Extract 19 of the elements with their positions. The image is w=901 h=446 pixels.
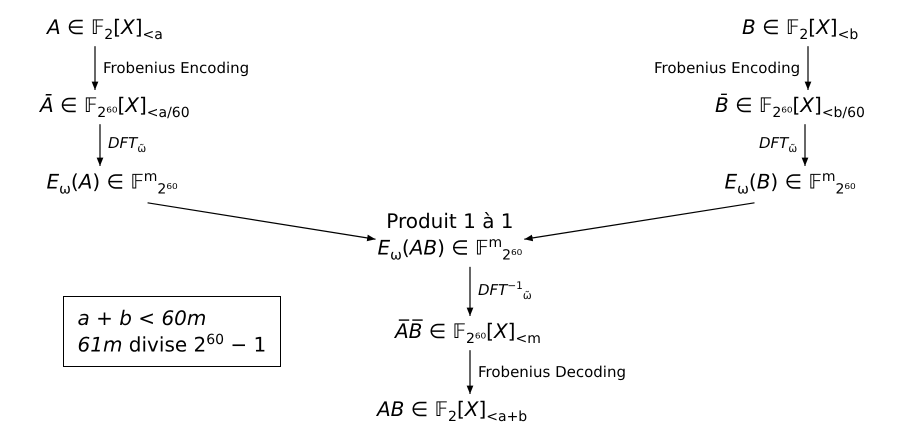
operation-heading: Produit 1 à 1: [385, 208, 515, 234]
math-expression: A̅B̅ ∈ 𝔽$_{2⁶⁰}$[X]$_{<m}$: [395, 318, 541, 348]
edge-label: Frobenius Decoding: [476, 363, 628, 382]
arrow: [92, 46, 98, 90]
math-expression: A ∈ 𝔽$_{2}$[X]$_{<a}$: [47, 14, 163, 44]
arrow: [466, 266, 474, 316]
arrow: [96, 124, 104, 166]
condition-box: [62, 296, 282, 367]
arrow: [802, 124, 808, 166]
arrow: [524, 202, 755, 242]
arrow: [147, 202, 376, 242]
condition-text: 61m divise 2$^{60}$ − 1: [78, 331, 266, 358]
math-expression: Ā ∈ 𝔽$_{2⁶⁰}$[X]$_{<a/60}$: [40, 92, 190, 122]
arrow: [804, 46, 812, 90]
math-expression: B ∈ 𝔽$_{2}$[X]$_{<b}$: [742, 14, 858, 44]
math-expression: AB ∈ 𝔽$_{2}$[X]$_{<a+b}$: [377, 396, 528, 426]
condition-text: a + b < 60m: [78, 305, 208, 331]
math-expression: B̄ ∈ 𝔽$_{2⁶⁰}$[X]$_{<b/60}$: [715, 92, 865, 122]
arrow: [466, 350, 474, 394]
